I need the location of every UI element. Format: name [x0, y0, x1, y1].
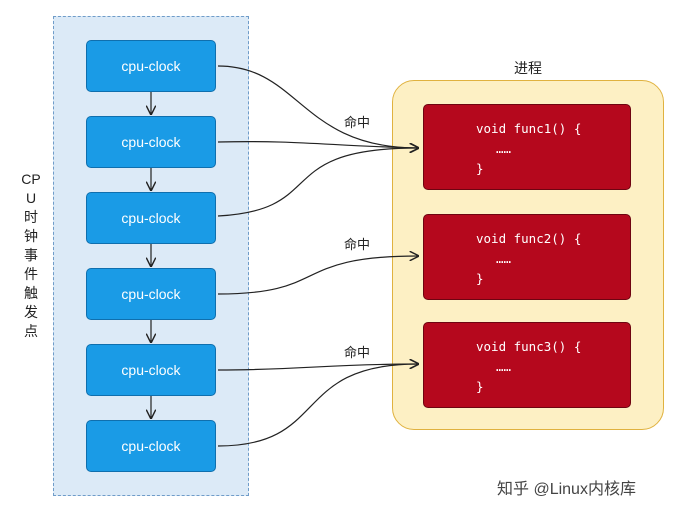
curve-clock6-func3: [217, 364, 418, 447]
process-title: 进程: [514, 60, 542, 76]
curve-clock1-func1: [217, 65, 418, 148]
cpu-clock-box-2: cpu-clock: [86, 116, 216, 168]
cpu-clock-box-1: cpu-clock: [86, 40, 216, 92]
hit-label-1: 命中: [344, 115, 371, 130]
watermark: 知乎 @Linux内核库: [497, 481, 636, 498]
func2-box: void func2() { …… }: [423, 214, 631, 300]
curve-clock4-func2: [217, 256, 418, 295]
func2-signature: void func2() {: [476, 231, 582, 246]
func1-body: ……: [496, 141, 512, 156]
func1-close: }: [476, 161, 484, 176]
func2-body: ……: [496, 251, 512, 266]
curve-clock3-func1: [217, 148, 418, 217]
cpu-clock-box-4: cpu-clock: [86, 268, 216, 320]
func3-box: void func3() { …… }: [423, 322, 631, 408]
func1-signature: void func1() {: [476, 121, 582, 136]
func1-box: void func1() { …… }: [423, 104, 631, 190]
hit-label-3: 命中: [344, 345, 371, 360]
func3-signature: void func3() {: [476, 339, 582, 354]
func2-close: }: [476, 271, 484, 286]
func3-body: ……: [496, 359, 512, 374]
cpu-clock-box-5: cpu-clock: [86, 344, 216, 396]
func3-close: }: [476, 379, 484, 394]
cpu-clock-box-3: cpu-clock: [86, 192, 216, 244]
curve-clock2-func1: [217, 140, 418, 148]
hit-label-2: 命中: [344, 237, 371, 252]
curve-clock5-func3: [217, 364, 418, 371]
cpu-events-label: CPU时钟事件触发点: [21, 171, 41, 339]
cpu-clock-box-6: cpu-clock: [86, 420, 216, 472]
